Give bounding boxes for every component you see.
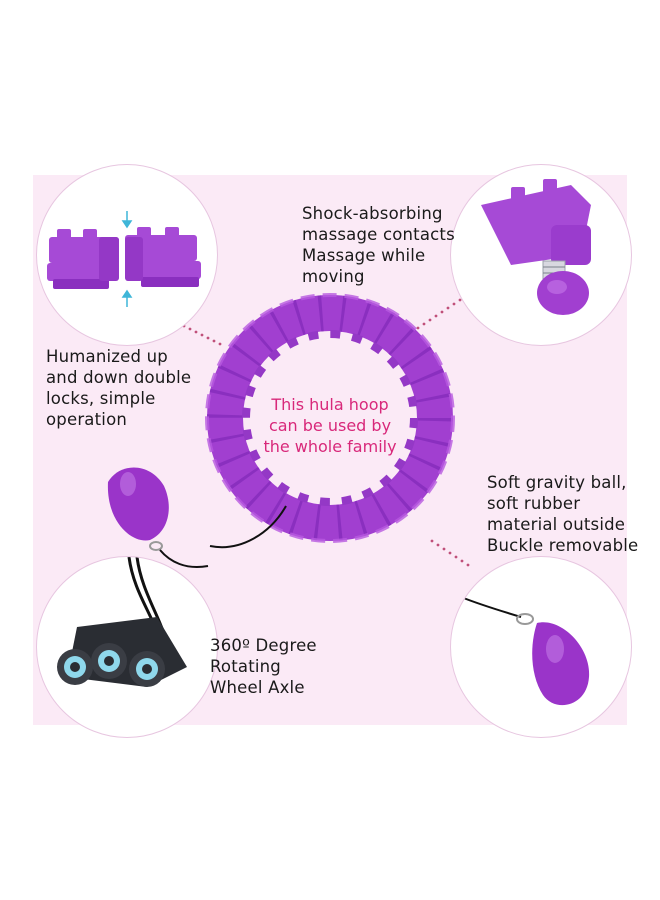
label-double-locks: Humanized up and down double locks, simp…	[46, 347, 192, 429]
hanging-ball-icon	[107, 467, 209, 568]
hula-hoop-icon	[205, 293, 455, 549]
label-wheel-axle: 360º Degree Rotating Wheel Axle	[210, 636, 317, 697]
locks-circle	[36, 164, 218, 346]
gravity-ball-icon	[460, 596, 590, 706]
wheel-axle-icon	[57, 557, 187, 687]
ball-circle	[450, 556, 632, 738]
center-family-text: This hula hoop can be used by the whole …	[263, 395, 397, 456]
massage-circle	[450, 164, 632, 346]
axle-circle	[36, 556, 218, 738]
massage-contact-icon	[481, 179, 591, 315]
label-gravity-ball: Soft gravity ball, soft rubber material …	[487, 473, 639, 555]
double-lock-parts-icon	[47, 211, 201, 307]
label-shock-absorbing: Shock-absorbing massage contacts Massage…	[302, 204, 455, 286]
